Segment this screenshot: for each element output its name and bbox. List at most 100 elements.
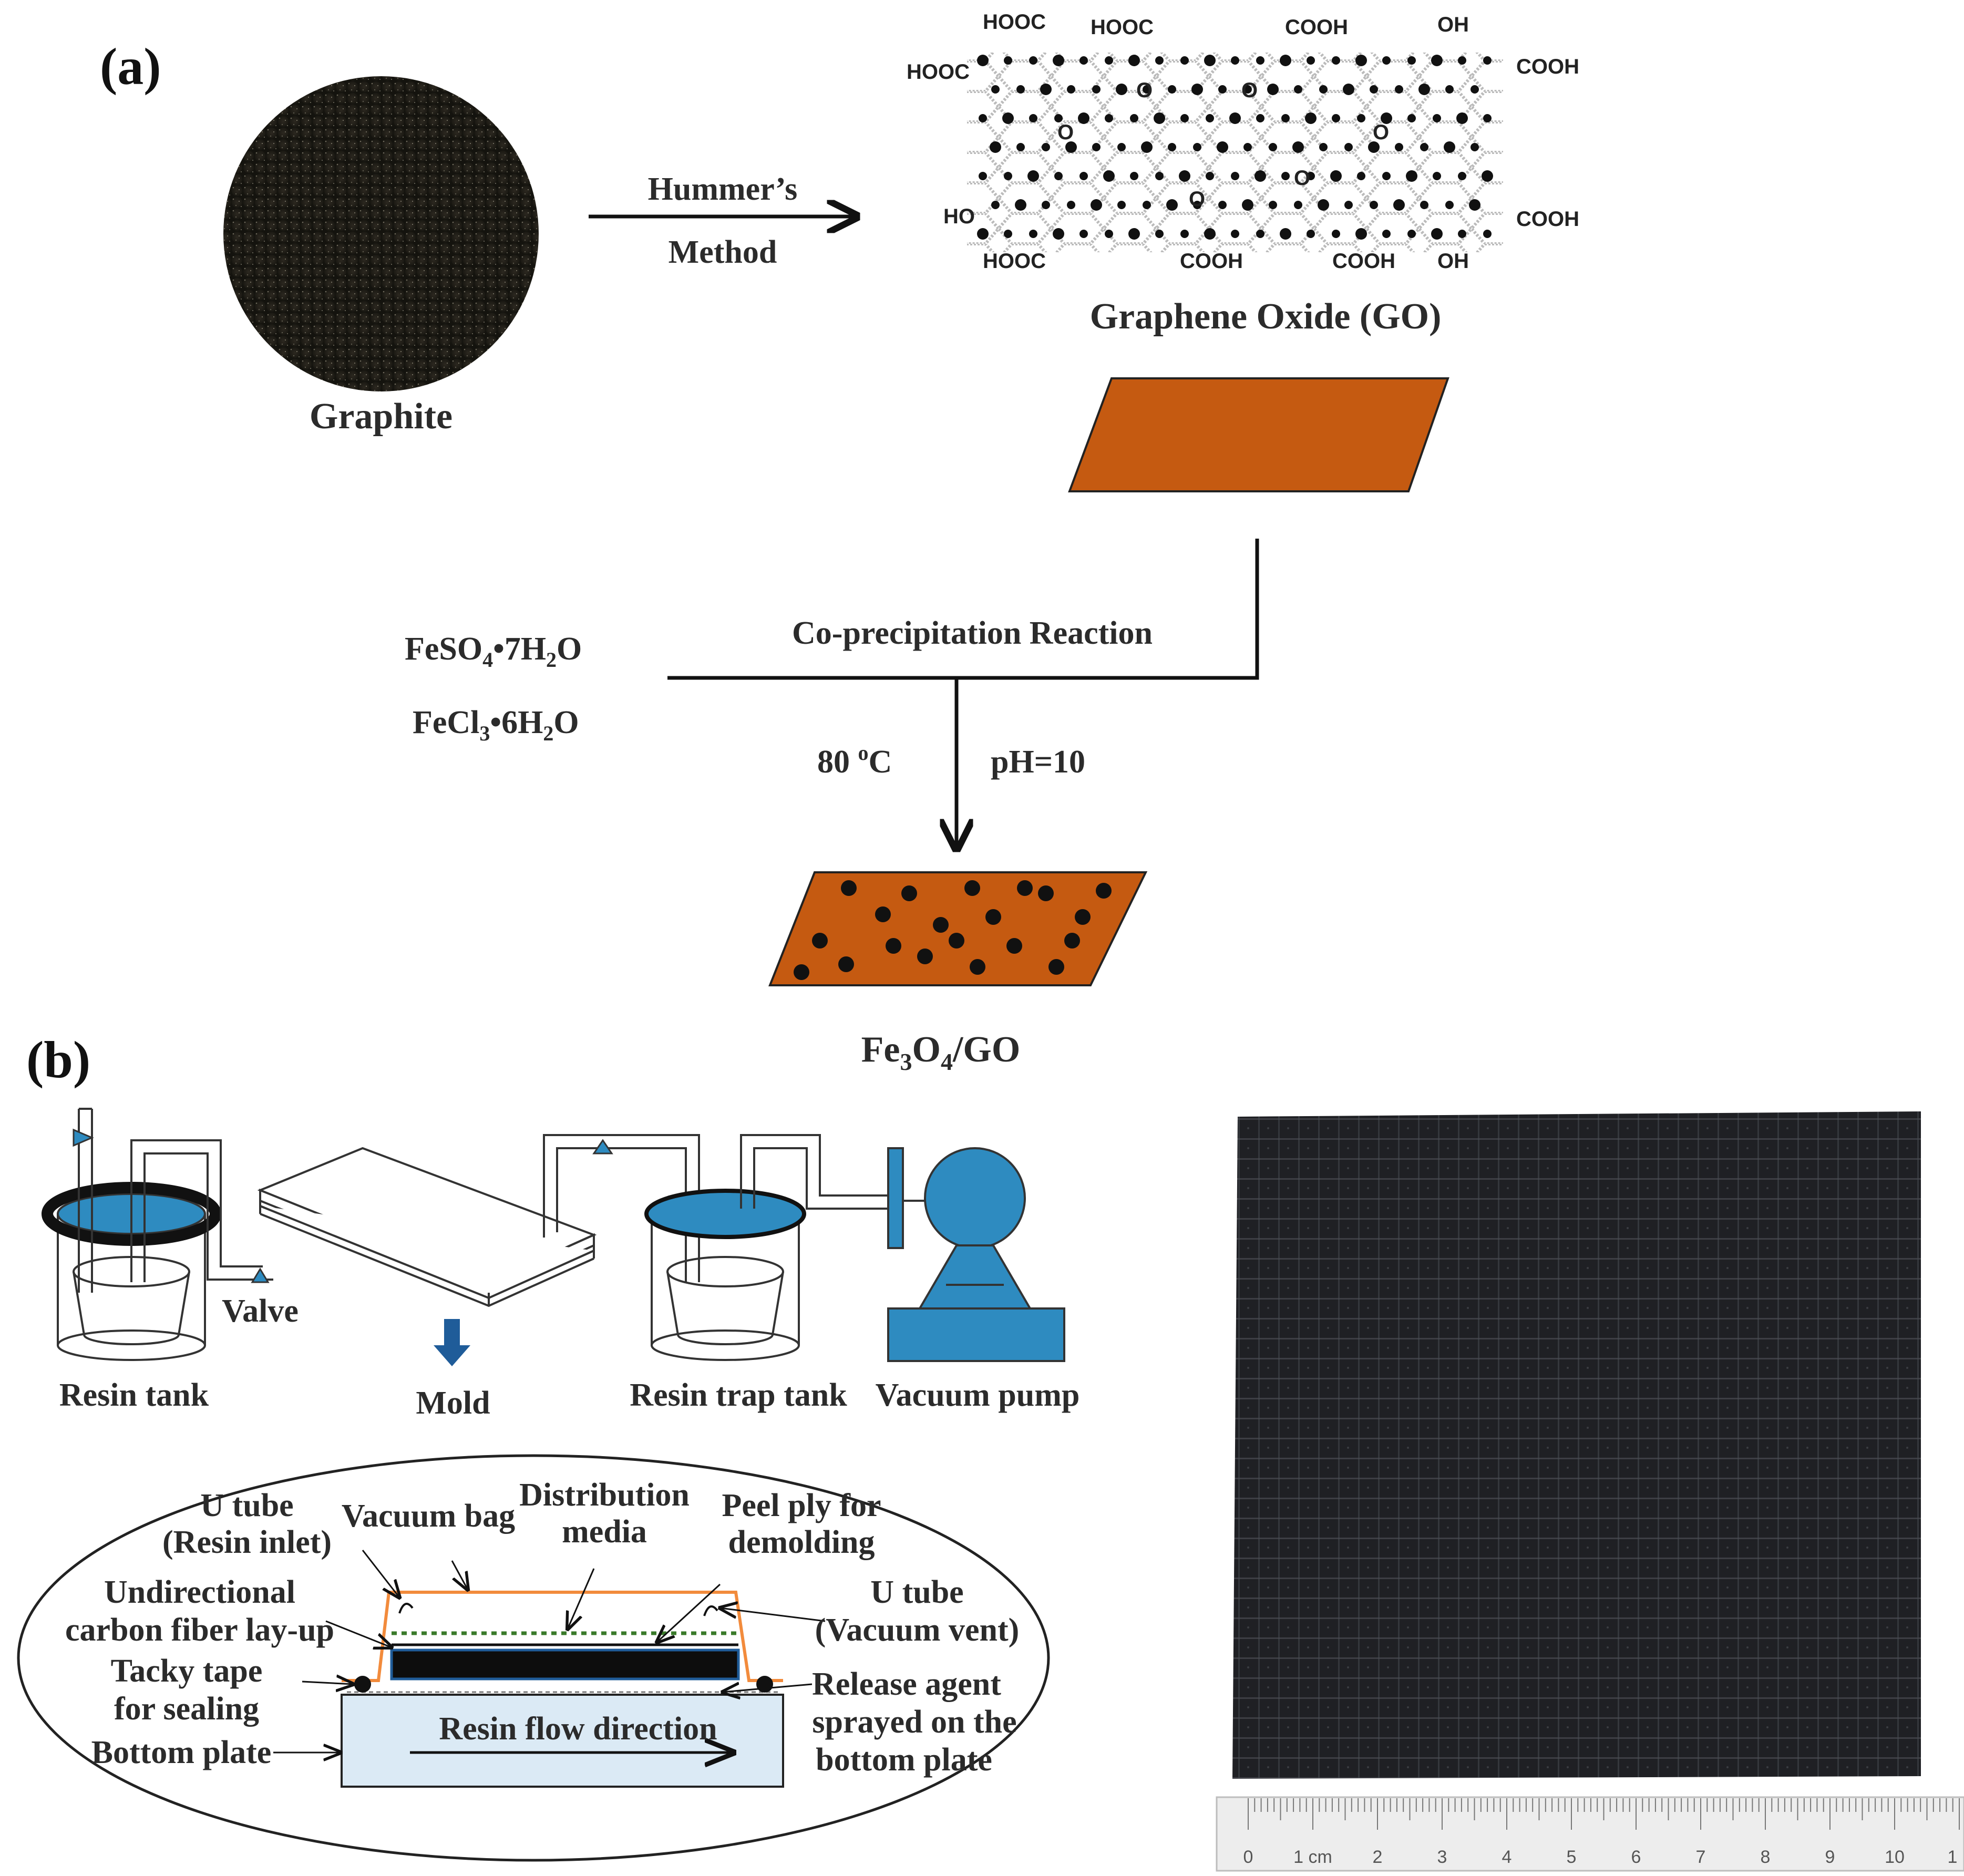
- carbon-atom: [1471, 85, 1479, 94]
- carbon-atom: [1130, 172, 1138, 180]
- resin-flow-label: Resin flow direction: [439, 1711, 717, 1747]
- vacuum-bag-line: [342, 1591, 783, 1682]
- hummers-label-line1: Hummer’s: [648, 171, 798, 207]
- carbon-atom: [1092, 85, 1101, 94]
- resin-trap-tank-label: Resin trap tank: [630, 1377, 847, 1413]
- carbon-atom: [1368, 141, 1380, 153]
- carbon-atom: [1105, 114, 1113, 122]
- nanoparticle-dot: [886, 938, 901, 954]
- carbon-atom: [1128, 228, 1140, 240]
- carbon-atom: [1204, 228, 1216, 240]
- composite-panel-photo: [1232, 1111, 1921, 1779]
- u-tube-inlet-icon: [398, 1603, 414, 1614]
- carbon-atom: [1319, 85, 1328, 94]
- carbon-atom: [1370, 85, 1378, 94]
- tacky-tape-left: [354, 1676, 371, 1693]
- carbon-atom: [1155, 172, 1164, 180]
- nanoparticle-dot: [1064, 933, 1080, 949]
- nanoparticle-dot: [841, 880, 857, 896]
- carbon-atom: [1242, 199, 1253, 211]
- carbon-atom: [1307, 56, 1315, 65]
- carbon-atom: [1191, 84, 1203, 95]
- carbon-atom: [1168, 143, 1176, 151]
- vari-cross-section: [341, 1591, 784, 1788]
- nanoparticle-dot: [1096, 883, 1112, 899]
- carbon-atom: [1445, 201, 1454, 209]
- nanoparticle-dot: [1075, 909, 1091, 925]
- epoxy-o-2: O: [1241, 79, 1258, 102]
- undirectional-label-1: Undirectional: [104, 1574, 295, 1610]
- carbon-atom: [1243, 143, 1252, 151]
- outlet-valve-icon[interactable]: [592, 1139, 613, 1155]
- ph-label: pH=10: [991, 744, 1085, 780]
- nanoparticle-dot: [1038, 885, 1054, 901]
- group-cooh-8: COOH: [1516, 208, 1579, 231]
- nanoparticle-dot: [970, 959, 985, 975]
- carbon-atom: [1091, 199, 1102, 211]
- group-hooc-2: HOOC: [1091, 16, 1154, 39]
- carbon-atom: [1180, 114, 1189, 122]
- carbon-atom: [990, 141, 1001, 153]
- carbon-atom: [1420, 143, 1428, 151]
- carbon-atom: [1204, 55, 1216, 66]
- tacky-tape-label-1: Tacky tape: [111, 1653, 263, 1689]
- carbon-atom: [1469, 199, 1480, 211]
- carbon-atom: [1318, 199, 1329, 211]
- carbon-atom: [1381, 112, 1392, 124]
- carbon-atom: [1067, 85, 1075, 94]
- carbon-atom: [1231, 172, 1239, 180]
- nanoparticle-dot: [1006, 938, 1022, 954]
- carbon-atom: [1395, 143, 1403, 151]
- nanoparticle-dot: [901, 885, 917, 901]
- nanoparticle-dot: [1017, 880, 1033, 896]
- carbon-atom: [1330, 170, 1342, 182]
- carbon-atom: [1456, 112, 1468, 124]
- u-tube-vent-label-2: (Vacuum vent): [815, 1612, 1020, 1648]
- group-hooc-1: HOOC: [983, 11, 1046, 34]
- leader-lines: [273, 1550, 826, 1753]
- carbon-atom: [1382, 56, 1391, 65]
- carbon-atom: [1269, 201, 1277, 209]
- carbon-atom: [1483, 56, 1492, 65]
- carbon-atom: [1231, 56, 1239, 65]
- nanoparticle-dot: [985, 909, 1001, 925]
- carbon-atom: [1105, 56, 1113, 65]
- epoxy-o-3: O: [1057, 121, 1074, 144]
- carbon-atom: [1332, 114, 1340, 122]
- graphite-disc: [223, 76, 539, 391]
- carbon-atom: [1065, 141, 1077, 153]
- carbon-atom: [1117, 201, 1126, 209]
- carbon-atom: [1004, 172, 1012, 180]
- carbon-atom: [1307, 172, 1315, 180]
- ruler-tick-10: 10: [1885, 1847, 1905, 1867]
- carbon-atom: [1370, 201, 1378, 209]
- valve-icon[interactable]: [251, 1267, 270, 1283]
- carbon-atom: [991, 85, 1000, 94]
- carbon-atom: [1217, 141, 1228, 153]
- carbon-atom: [1218, 201, 1227, 209]
- carbon-atom: [1141, 141, 1153, 153]
- inlet-tubing: [130, 1139, 273, 1282]
- carbon-atom: [1319, 143, 1328, 151]
- carbon-atom: [1029, 56, 1037, 65]
- carbon-atom: [1256, 230, 1264, 238]
- hummers-label-line2: Method: [669, 234, 777, 270]
- carbon-atom: [1433, 114, 1441, 122]
- carbon-atom: [1267, 84, 1279, 95]
- carbon-atom: [1016, 143, 1025, 151]
- carbon-atom: [1193, 201, 1201, 209]
- carbon-atom: [1433, 172, 1441, 180]
- u-tube-inlet-label-1: U tube: [200, 1488, 293, 1523]
- nanoparticle-dot: [1048, 959, 1064, 975]
- vacuum-pump: [887, 1147, 1065, 1362]
- mold-label: Mold: [416, 1385, 490, 1421]
- group-cooh-6: COOH: [1516, 55, 1579, 78]
- release-agent-label-2: sprayed on the: [812, 1704, 1016, 1740]
- ruler-tick-7: 7: [1696, 1847, 1706, 1867]
- vacuum-bag-label: Vacuum bag: [342, 1498, 515, 1534]
- carbon-atom: [1355, 228, 1367, 240]
- carbon-atom: [1016, 85, 1025, 94]
- nanoparticle-dot: [812, 933, 828, 949]
- reagent-feso4: FeSO4•7H2O: [405, 631, 582, 672]
